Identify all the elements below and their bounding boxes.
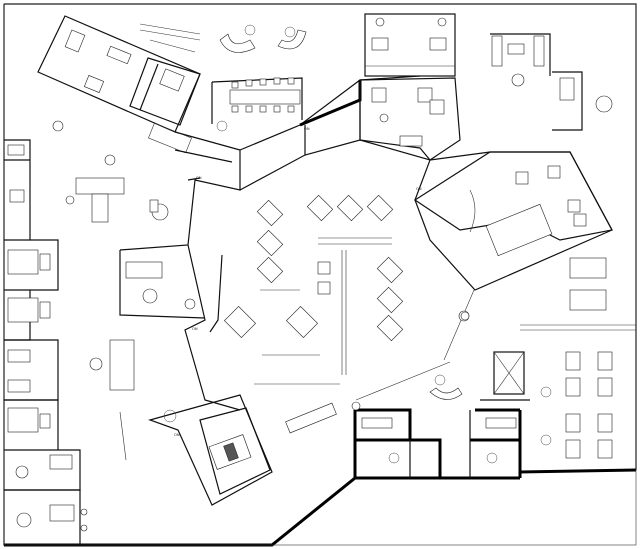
lower-meeting-room <box>119 394 273 506</box>
lower-right-offices <box>355 351 530 478</box>
workstation-clusters <box>224 194 404 385</box>
on-label: ON <box>192 327 198 331</box>
on-label: ON <box>196 176 202 180</box>
on-label: ON <box>416 187 422 191</box>
outer-walls <box>3 3 637 547</box>
right-lounge <box>359 77 613 291</box>
upper-left-offices <box>37 15 201 154</box>
door-labels: ON ON ON ON ON <box>174 127 422 437</box>
left-work-cluster <box>65 154 169 391</box>
left-offices <box>4 139 88 545</box>
on-label: ON <box>304 127 310 131</box>
top-conference <box>139 23 307 132</box>
columns <box>184 298 470 411</box>
right-open-workstations <box>520 257 636 459</box>
on-label: ON <box>174 433 180 437</box>
top-right-rooms <box>364 13 613 131</box>
